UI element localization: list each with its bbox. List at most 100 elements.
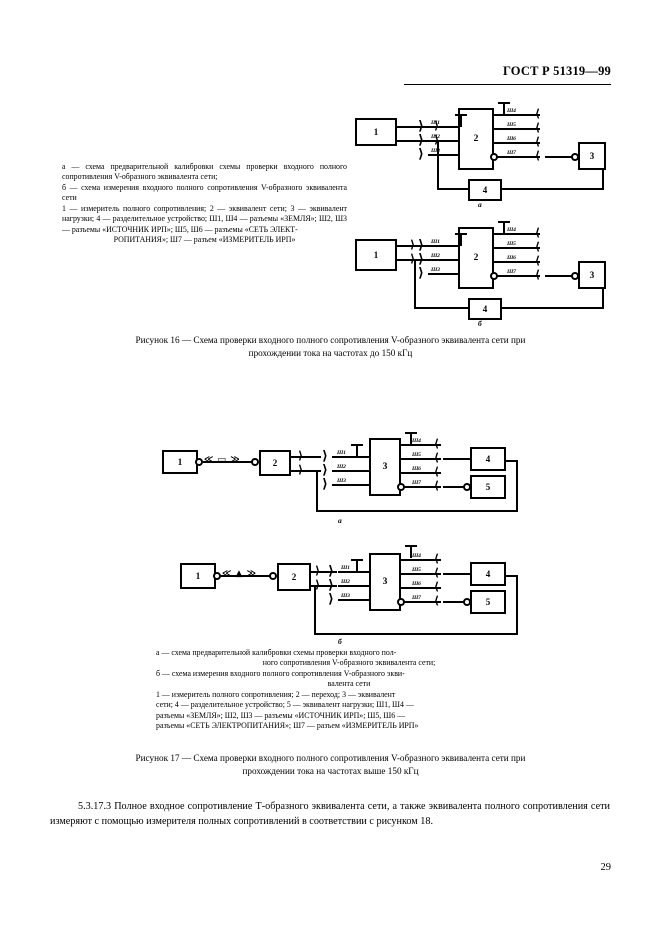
line-to-block4 (443, 458, 471, 460)
line-to-block4 (443, 573, 471, 575)
line-p4 (401, 444, 441, 446)
figure17-legend-line-a1: а — схема предварительной калибровки схе… (156, 648, 397, 657)
junction-node-block2-left (269, 572, 277, 580)
arrow-chevron-p5: ⟨ (535, 240, 541, 253)
feedback-vline-left (314, 585, 316, 635)
plug-label-sh3: Ш3 (341, 593, 350, 599)
block-3-artificial-mains-network: 3 (369, 553, 401, 611)
block-4-isolation-device: 4 (468, 179, 502, 201)
plug-label-sh4: Ш4 (412, 438, 421, 444)
line-p1 (332, 456, 372, 458)
fork-connector-p2: ⟩ (418, 133, 424, 148)
figure16-caption-line1: Рисунок 16 — Схема проверки входного пол… (135, 335, 526, 345)
line-p3 (428, 273, 480, 275)
feed-line-top (397, 126, 439, 128)
line-p4 (494, 114, 540, 116)
feedback-hline-right (500, 188, 604, 190)
block-1-impedance-meter: 1 (180, 563, 216, 589)
clause-5-3-17-3: 5.3.17.3 Полное входное сопротивление Т-… (50, 801, 610, 827)
arrow-chevron-p5: ⟨ (434, 451, 440, 464)
block-1-impedance-meter: 1 (355, 118, 397, 146)
figure16-legend-items-last: РОПИТАНИЯ»; Ш7 — разъем «ИЗМЕРИТЕЛЬ ИРП» (113, 234, 296, 244)
line-p5 (494, 128, 540, 130)
plug-label-sh6: Ш6 (507, 255, 516, 261)
arrow-chevron-p5: ⟨ (535, 121, 541, 134)
arrow-chevron-bottom: ⟩ (434, 133, 440, 146)
arrow-chevron-p7: ⟨ (434, 479, 440, 492)
block-1-impedance-meter: 1 (162, 450, 198, 474)
plug-label-sh2: Ш2 (341, 579, 350, 585)
arrow-chevron-top: ⟩ (410, 238, 416, 251)
feedback-hline (314, 633, 518, 635)
block-4-isolation-device: 4 (470, 447, 506, 471)
plug-label-sh3: Ш3 (431, 267, 440, 273)
line-p7 (494, 275, 540, 277)
plug-label-sh3: Ш3 (431, 148, 440, 154)
plug-label-sh2: Ш2 (431, 134, 440, 140)
block-2-transition: 2 (277, 563, 311, 591)
feed-line-bottom (397, 140, 439, 142)
plug-label-sh4: Ш4 (507, 227, 516, 233)
figure17-caption-line2: прохождении тока на частотах выше 150 кГ… (242, 766, 419, 777)
feedback-hline-right (500, 307, 604, 309)
fork-connector-p3: ⟩ (322, 477, 328, 492)
block-4-isolation-device: 4 (470, 562, 506, 586)
line-to-block3 (545, 275, 575, 277)
feedback-hline-block4 (504, 575, 518, 577)
line-p2 (428, 259, 480, 261)
arrow-chevron-top: ⟩ (298, 449, 304, 462)
line-p7 (401, 486, 441, 488)
feed-line-top (291, 456, 321, 458)
fork-connector-p1: ⟩ (418, 238, 424, 253)
figure17-diagram-b: 1 ≪ ▲ ≫ 2 ⟩ ⟩ ⟩ Ш1 ⟩ Ш2 ⟩ Ш3 3 Ш4 ⟨ Ш5 ⟨… (150, 545, 550, 650)
block-3-artificial-mains-network: 3 (369, 438, 401, 496)
arrow-chevron-bottom: ⟩ (315, 578, 321, 591)
fork-connector-p1: ⟩ (328, 564, 334, 579)
block-4-isolation-device: 4 (468, 298, 502, 320)
plug-label-sh7: Ш7 (507, 269, 516, 275)
plug-label-sh2: Ш2 (337, 464, 346, 470)
block-2-artificial-mains-network: 2 (458, 108, 494, 170)
feedback-vline-right (516, 460, 518, 512)
junction-node-block2 (490, 272, 498, 280)
line-p6 (401, 587, 441, 589)
coax-adapter-symbol: ≪ ▭ ≫ (204, 455, 241, 465)
plug-label-sh6: Ш6 (412, 466, 421, 472)
plug-label-sh1: Ш1 (431, 120, 440, 126)
coax-adapter-symbol: ≪ ▲ ≫ (222, 569, 257, 579)
fork-connector-p2: ⟩ (328, 578, 334, 593)
header-rule (404, 84, 611, 85)
line-p6 (401, 472, 441, 474)
fork-connector-p2: ⟩ (418, 252, 424, 267)
block-2-transition: 2 (259, 450, 291, 476)
line-p7 (494, 156, 540, 158)
figure16-sublabel-b: б (478, 319, 482, 328)
line-p7 (401, 601, 441, 603)
fork-connector-p3: ⟩ (418, 147, 424, 162)
plug-label-sh7: Ш7 (507, 150, 516, 156)
feedback-hline-left (414, 307, 470, 309)
arrow-chevron-p6: ⟨ (434, 465, 440, 478)
line-to-block5 (443, 601, 465, 603)
feed-line-top (311, 571, 337, 573)
line-p2 (338, 585, 372, 587)
feedback-vline-left (437, 140, 439, 190)
page-header-standard-number: ГОСТ Р 51319—99 (502, 64, 611, 78)
figure16-legend-line-b: б — схема измерения входного полного соп… (62, 182, 347, 203)
arrow-chevron-bottom: ⟩ (410, 252, 416, 265)
figure16-caption: Рисунок 16 — Схема проверки входного пол… (62, 334, 599, 361)
figure17-diagram-a: 1 ≪ ▭ ≫ 2 ⟩ ⟩ ⟩ Ш1 ⟩ Ш2 ⟩ Ш3 3 Ш4 ⟨ Ш5 ⟨… (150, 430, 550, 535)
coax-line (221, 575, 271, 577)
junction-node-block1 (213, 572, 221, 580)
figure16-legend-items: 1 — измеритель полного сопротивления; 2 … (62, 203, 347, 234)
arrow-chevron-p7: ⟨ (535, 268, 541, 281)
line-p4 (401, 559, 441, 561)
plug-label-sh4: Ш4 (507, 108, 516, 114)
junction-node-block5 (463, 483, 471, 491)
arrow-chevron-p6: ⟨ (535, 135, 541, 148)
arrow-chevron-top: ⟩ (434, 119, 440, 132)
block-5-load-equivalent: 5 (470, 590, 506, 614)
plug-label-sh1: Ш1 (431, 239, 440, 245)
figure17-legend-items3: разъемы «ЗЕМЛЯ»; Ш2, Ш3 — разъемы «ИСТОЧ… (156, 710, 406, 720)
junction-node-block3 (571, 153, 579, 161)
